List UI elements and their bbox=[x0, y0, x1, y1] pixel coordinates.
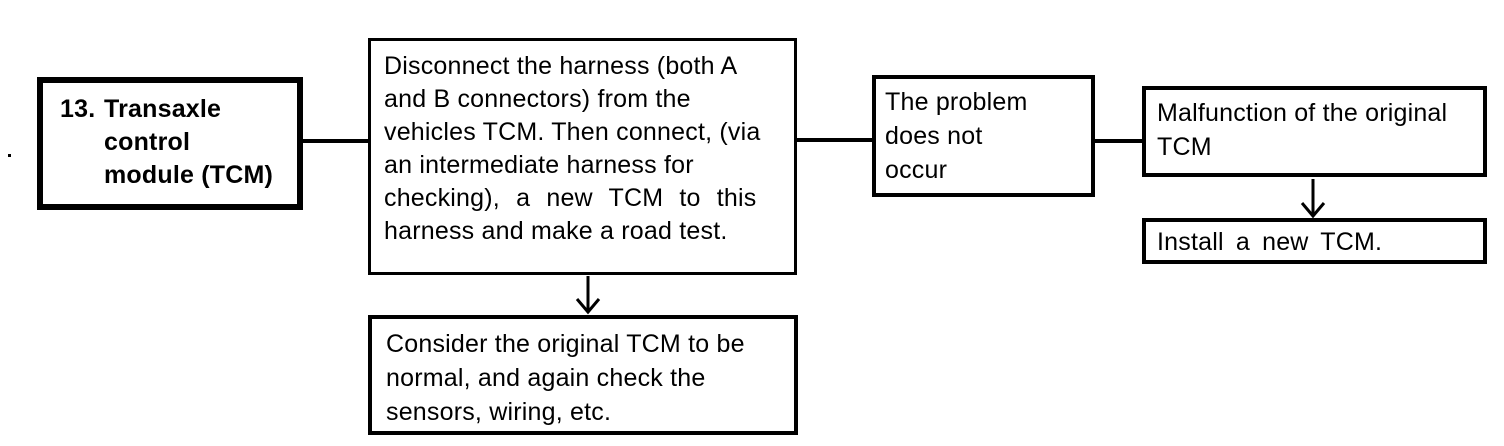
action-box: Disconnect the harness (both A and B con… bbox=[368, 38, 797, 275]
result-box: The problem does not occur bbox=[872, 75, 1095, 197]
alternative-text-line: sensors, wiring, etc. bbox=[386, 398, 612, 426]
step-title-line: Transaxle bbox=[104, 95, 222, 123]
diagnosis-box: Malfunction of the original TCM bbox=[1142, 86, 1487, 177]
connector-step-to-action bbox=[300, 139, 370, 143]
action-text-line: and B connectors) from the bbox=[384, 85, 691, 113]
diagnosis-text-line: Malfunction of the original bbox=[1157, 99, 1448, 127]
result-text-line: does not bbox=[885, 122, 983, 150]
diagnosis-text-line: TCM bbox=[1157, 133, 1212, 161]
action-text-line: an intermediate harness for bbox=[384, 151, 694, 179]
step-title: Transaxle control module (TCM) bbox=[104, 93, 273, 204]
result-text-line: The problem bbox=[885, 88, 1028, 116]
result-text-line: occur bbox=[885, 156, 948, 184]
alternative-box: Consider the original TCM to be normal, … bbox=[368, 315, 798, 435]
arrow-down-action-to-alternative bbox=[575, 276, 601, 315]
connector-result-to-diagnosis bbox=[1092, 139, 1145, 143]
step-title-line: control bbox=[104, 128, 191, 156]
step-title-line: module (TCM) bbox=[104, 161, 274, 189]
action-text-line: vehicles TCM. Then connect, (via bbox=[384, 118, 761, 146]
connector-action-to-result bbox=[794, 138, 875, 142]
arrow-down-diagnosis-to-remedy bbox=[1300, 179, 1326, 219]
action-text-line: harness and make a road test. bbox=[384, 217, 728, 245]
remedy-box: Install a new TCM. bbox=[1142, 218, 1487, 264]
action-text-line: checking), a new TCM to this bbox=[384, 184, 757, 212]
alternative-text-line: normal, and again check the bbox=[386, 364, 706, 392]
alternative-text-line: Consider the original TCM to be bbox=[386, 330, 745, 358]
remedy-text: Install a new TCM. bbox=[1157, 228, 1383, 256]
step-box-tcm: 13. Transaxle control module (TCM) bbox=[37, 77, 303, 210]
step-number: 13. bbox=[60, 95, 96, 123]
action-text-line: Disconnect the harness (both A bbox=[384, 52, 738, 80]
scan-artifact-dot bbox=[8, 154, 11, 157]
